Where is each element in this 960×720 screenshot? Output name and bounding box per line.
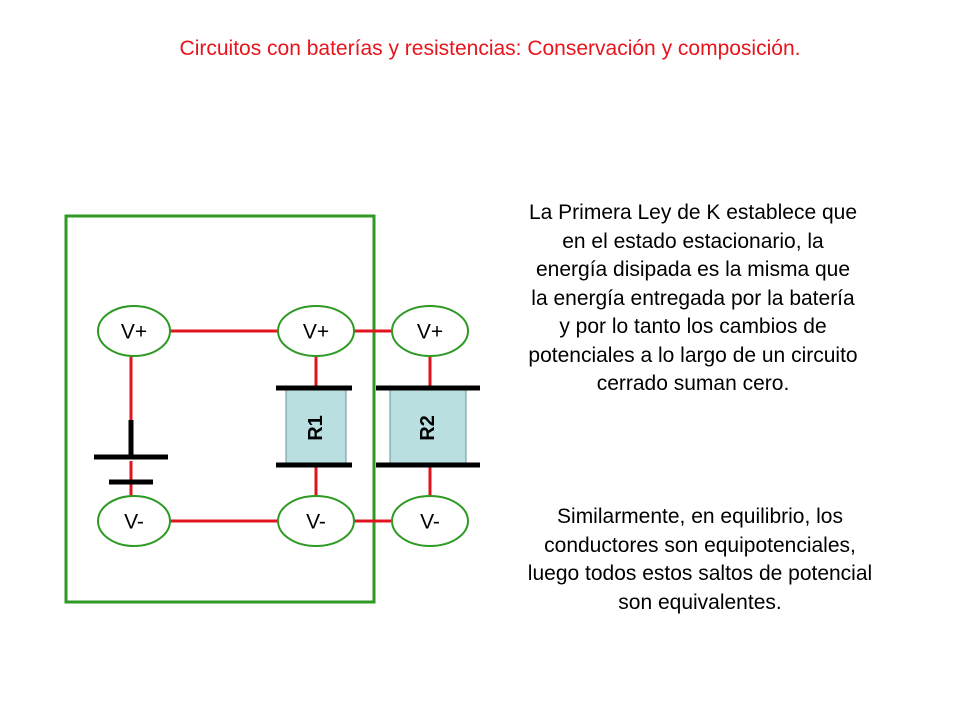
kirchhoff-law-paragraph: La Primera Ley de K establece que en el …	[528, 201, 858, 395]
node-bottom-3: V-	[391, 495, 469, 547]
node-top-2: V+	[277, 305, 355, 357]
resistor-r2: R2	[376, 385, 480, 468]
node-bottom-3-label: V-	[420, 511, 440, 534]
node-top-2-label: V+	[303, 321, 329, 344]
node-bottom-2-label: V-	[306, 511, 326, 534]
node-top-3-label: V+	[417, 321, 443, 344]
node-top-1: V+	[97, 305, 171, 357]
resistor-r2-label: R2	[417, 415, 439, 441]
node-bottom-1-label: V-	[124, 511, 144, 534]
node-top-1-label: V+	[121, 321, 147, 344]
closed-loop-outline	[64, 214, 376, 604]
page-title: Circuitos con baterías y resistencias: C…	[179, 37, 801, 60]
node-bottom-1: V-	[97, 495, 171, 547]
resistor-r1-label: R1	[305, 415, 327, 441]
node-bottom-2: V-	[277, 495, 355, 547]
node-top-3: V+	[391, 305, 469, 357]
wires	[129, 329, 432, 523]
resistor-r1: R1	[276, 385, 352, 468]
equipotential-paragraph: Similarmente, en equilibrio, los conduct…	[527, 505, 873, 614]
battery-symbol	[94, 420, 168, 485]
